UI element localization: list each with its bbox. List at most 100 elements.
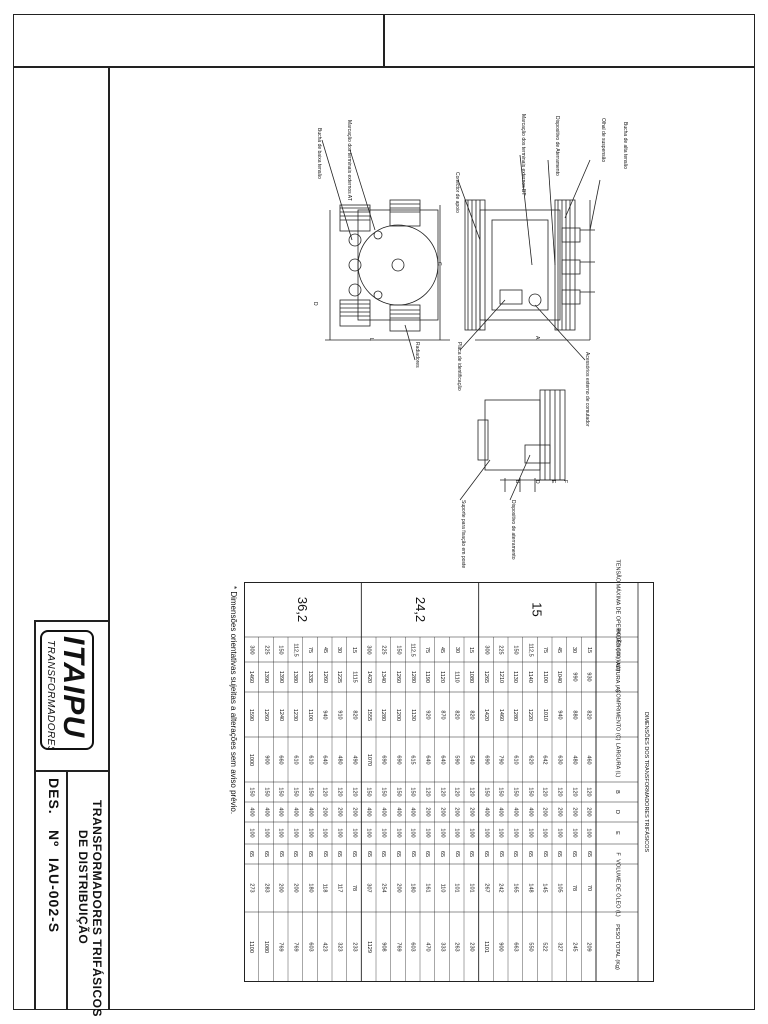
table-cell: 790 — [497, 754, 504, 765]
table-cell: 1460 — [497, 708, 504, 721]
header-comprimento: COMPRIMENTO (C) — [613, 689, 620, 740]
des-number-sign: Nº — [46, 830, 62, 848]
table-cell: 150 — [512, 787, 519, 797]
table-cell: 1120 — [438, 671, 445, 683]
header-largura: LARGURA (L) — [613, 742, 620, 777]
table-cell: 900 — [497, 942, 504, 952]
table-cell: 65 — [248, 850, 255, 858]
table-cell: 910 — [336, 709, 343, 720]
title-block-divider — [34, 770, 109, 772]
dim-label-a: A — [534, 336, 540, 340]
table-cell: 65 — [556, 850, 563, 858]
table-cell: 100 — [424, 828, 431, 838]
table-cell: 273 — [248, 883, 255, 893]
table-cell: 400 — [380, 807, 387, 817]
table-cell: 101 — [468, 883, 475, 893]
table-cell: 105 — [556, 883, 563, 893]
table-cell: 307 — [365, 883, 372, 893]
table-cell: 225 — [263, 644, 270, 655]
table-cell: 603 — [409, 942, 416, 952]
table-cell: 65 — [571, 850, 578, 858]
title-block-top — [34, 620, 109, 622]
table-cell: 200 — [277, 883, 284, 893]
table-cell: 150 — [483, 787, 490, 797]
table-cell: 100 — [395, 828, 402, 838]
table-cell: 1200 — [395, 708, 402, 721]
transformer-drawing — [321, 139, 601, 501]
table-cell: 920 — [424, 709, 431, 720]
table-cell: 327 — [556, 942, 563, 952]
table-cell: 78 — [571, 884, 578, 892]
label-dispositivo-aterramento: Dispositivo de Aterramento — [554, 116, 560, 176]
table-cell: 100 — [336, 828, 343, 838]
table-cell: 150 — [365, 787, 372, 797]
table-cell: 1265 — [483, 670, 490, 684]
table-cell: 1335 — [307, 670, 314, 684]
table-cell: 460 — [585, 754, 592, 765]
table-cell: 65 — [409, 850, 416, 858]
table-cell: 120 — [468, 787, 475, 797]
table-cell: 161 — [424, 883, 431, 893]
table-cell: 120 — [453, 787, 460, 797]
table-cell: 65 — [439, 850, 446, 858]
table-cell: 100 — [263, 828, 270, 838]
table-cell: 65 — [497, 850, 504, 858]
table-cell: 522 — [541, 942, 548, 952]
table-cell: 820 — [453, 709, 460, 720]
table-cell: 769 — [292, 942, 299, 952]
table-cell: 120 — [424, 787, 431, 797]
table-cell: 610 — [292, 754, 299, 765]
table-cell: 423 — [321, 942, 328, 952]
table-cell: 242 — [497, 883, 504, 893]
table-cell: 65 — [424, 850, 431, 858]
header-f: F — [614, 852, 621, 856]
table-cell: 120 — [585, 787, 592, 797]
table-cell: 200 — [439, 807, 446, 817]
table-cell: 1380 — [292, 670, 299, 684]
table-cell: 200 — [585, 807, 592, 817]
table-cell: 150 — [307, 787, 314, 797]
table-cell: 65 — [483, 850, 490, 858]
table-cell: 870 — [439, 709, 446, 720]
table-cell: 603 — [307, 942, 314, 952]
table-cell: 642 — [541, 754, 548, 765]
table-cell: 45 — [439, 646, 446, 653]
table-cell: 45 — [321, 646, 328, 653]
label-suporte: Suporte para fixação em poste — [460, 500, 466, 569]
table-cell: 101 — [453, 883, 460, 893]
table-cell: 70 — [585, 884, 592, 892]
table-cell: 1420 — [483, 708, 490, 721]
table-cell: 150 — [395, 787, 402, 797]
table-cell: 400 — [292, 807, 299, 817]
table-cell: 930 — [585, 672, 592, 682]
table-title: DIMENSÕES DOS TRANSFORMADORES TRIFÁSICOS — [643, 711, 650, 853]
table-cell: 150 — [395, 644, 402, 655]
table-cell: 100 — [409, 828, 416, 838]
table-cell: 300 — [483, 644, 490, 655]
dim-label-f: F — [562, 480, 568, 484]
table-cell: 323 — [336, 942, 343, 952]
table-cell: 225 — [380, 644, 387, 655]
table-cell: 400 — [263, 807, 270, 817]
table-cell: 1140 — [526, 671, 533, 683]
label-radiadores: Radiadores — [414, 342, 420, 368]
table-cell: 1115 — [351, 671, 358, 683]
des-code: IAU-002-S — [46, 858, 62, 934]
table-cell: 200 — [571, 807, 578, 817]
table-cell: 117 — [336, 883, 343, 893]
table-cell: 400 — [497, 807, 504, 817]
table-cell: 1230 — [292, 708, 299, 721]
top-view-cover — [357, 224, 439, 306]
table-cell: 940 — [321, 709, 328, 720]
label-conector-apoio: Conector de apoio — [454, 172, 460, 213]
logo-brand: ITAIPU — [57, 636, 90, 739]
table-cell: 45 — [556, 646, 563, 653]
table-cell: 75 — [541, 646, 548, 653]
table-cell: 610 — [512, 754, 519, 765]
table-cell: 30 — [571, 646, 578, 653]
table-cell: 145 — [541, 883, 548, 893]
table-cell: 200 — [351, 807, 358, 817]
table-cell: 640 — [424, 754, 431, 765]
table-cell: 610 — [307, 754, 314, 765]
table-cell: 400 — [307, 807, 314, 817]
